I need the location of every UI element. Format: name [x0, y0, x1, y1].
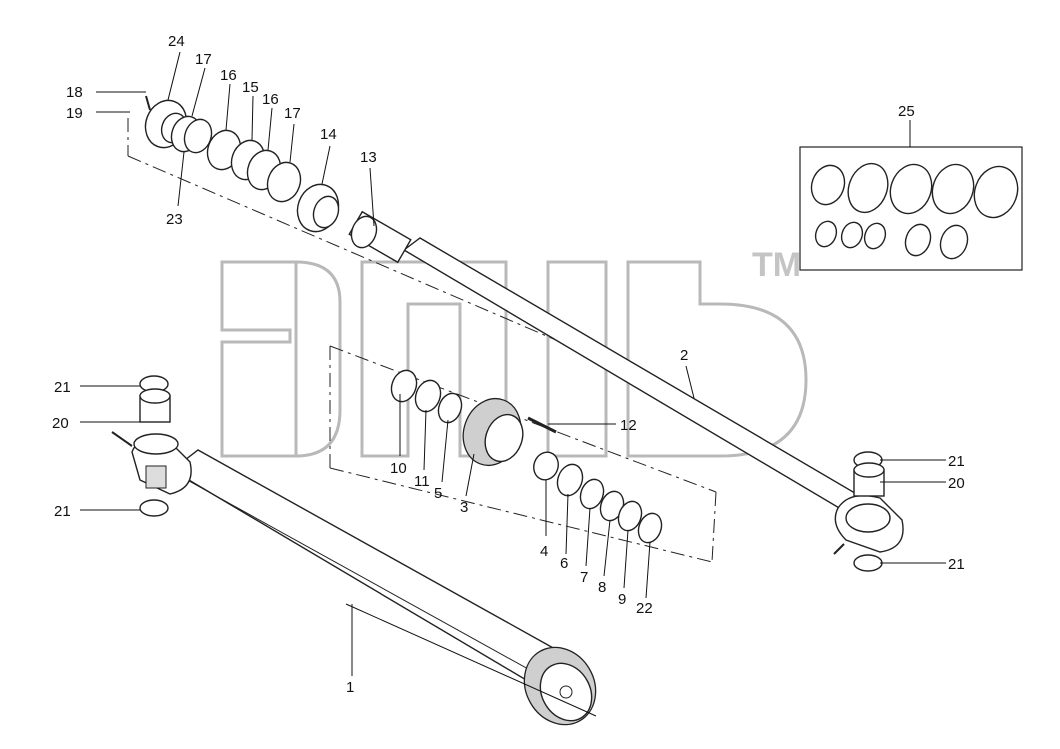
callout-6: 6	[560, 555, 568, 572]
callout-4: 4	[540, 543, 548, 560]
callout-2: 2	[680, 347, 688, 364]
callout-3: 3	[460, 499, 468, 516]
callout-14: 14	[320, 126, 337, 143]
callout-16b: 16	[262, 91, 279, 108]
watermark-trademark: TM	[752, 246, 801, 284]
callout-10: 10	[390, 460, 407, 477]
callout-16a: 16	[220, 67, 237, 84]
callout-17b: 17	[284, 105, 301, 122]
callout-21d: 21	[948, 556, 965, 573]
piston	[348, 210, 412, 264]
callout-17a: 17	[195, 51, 212, 68]
callout-23: 23	[166, 211, 183, 228]
callout-12: 12	[620, 417, 637, 434]
callout-20b: 20	[948, 475, 965, 492]
callout-9: 9	[618, 591, 626, 608]
head-seal-rings	[390, 369, 663, 544]
wear-ring	[296, 183, 340, 233]
callout-15: 15	[242, 79, 259, 96]
callout-labels: 1 2 3 4 5 6 7 8 9 10 11 12 13 14 15 16 1…	[52, 33, 965, 696]
callout-1: 1	[346, 679, 354, 696]
piston-rod	[402, 237, 904, 555]
callout-13: 13	[360, 149, 377, 166]
callout-19: 19	[66, 105, 83, 122]
leader-lines	[80, 51, 946, 717]
callout-11: 11	[414, 473, 430, 490]
callout-8: 8	[598, 579, 606, 596]
bushings-and-dust-seals	[139, 375, 885, 572]
callout-5: 5	[434, 485, 442, 502]
callout-21a: 21	[54, 379, 71, 396]
cylinder-tube	[111, 431, 597, 726]
callout-25: 25	[898, 103, 915, 120]
callout-18: 18	[66, 84, 83, 101]
piston-seal-rings	[170, 115, 302, 203]
seal-kit-box	[799, 146, 1023, 271]
callout-20a: 20	[52, 415, 69, 432]
callout-7: 7	[580, 569, 588, 586]
callout-24: 24	[168, 33, 185, 50]
cylinder-head	[462, 397, 557, 467]
callout-21b: 21	[54, 503, 71, 520]
callout-22: 22	[636, 600, 653, 617]
callout-21c: 21	[948, 453, 965, 470]
